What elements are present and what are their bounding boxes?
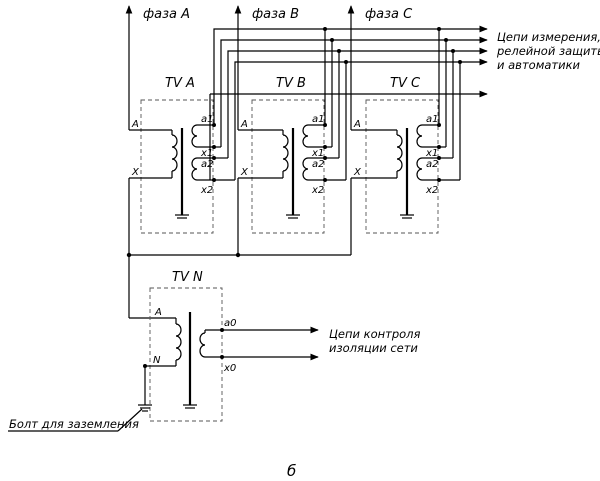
insulation-note-line-1: Цепи контроля xyxy=(329,327,421,341)
tv-a-term-x: X xyxy=(131,167,140,178)
insulation-note-line-2: изоляции сети xyxy=(329,341,418,355)
tv-c-primary-coil xyxy=(396,134,403,172)
measurement-note-line-2: релейной защиты xyxy=(496,44,600,58)
tv-c-term-x: X xyxy=(353,167,362,178)
tv-a-secondary-1-coil xyxy=(191,124,198,148)
tv-n-secondary-coil xyxy=(199,332,206,358)
bus-a1 xyxy=(213,25,488,125)
transformer-tv-n: TV N A N a0 x0 xyxy=(145,270,319,422)
tv-n-label: TV N xyxy=(172,270,203,285)
tv-a-label: TV A xyxy=(165,76,195,91)
tv-a-term-a2: a2 xyxy=(201,159,214,170)
tv-n-term-a: A xyxy=(154,307,162,318)
tv-b-term-a: A xyxy=(240,119,248,130)
tv-a-term-x2: x2 xyxy=(200,185,213,196)
tv-b-term-x: X xyxy=(240,167,249,178)
grounding-bolt: Болт для заземления xyxy=(8,364,152,432)
tv-n-term-a0: a0 xyxy=(224,318,237,329)
measurement-note-line-3: и автоматики xyxy=(497,58,581,72)
bus-x1 xyxy=(220,36,488,147)
transformer-tv-c: TV C A X a1 x1 a2 x2 xyxy=(351,76,441,234)
tv-a-primary-coil xyxy=(171,134,178,172)
tv-n-primary-coil xyxy=(175,323,182,361)
grounding-bolt-label: Болт для заземления xyxy=(9,417,139,431)
phase-c-label: фаза C xyxy=(365,7,413,22)
tv-a-term-a1: a1 xyxy=(201,114,214,125)
ground-leader xyxy=(117,408,143,432)
tv-n-term-n: N xyxy=(153,355,161,366)
tv-c-secondary-2-coil xyxy=(416,157,423,181)
transformer-tv-b: TV B A X a1 x1 a2 x2 xyxy=(238,76,327,234)
tv-n-term-x0: x0 xyxy=(223,363,236,374)
phase-a-label: фаза A xyxy=(143,7,190,22)
phase-b-label: фаза B xyxy=(252,7,299,22)
primary-neutral-bus xyxy=(126,178,352,319)
tv-c-term-a2: a2 xyxy=(426,159,439,170)
tv-a-term-x1: x1 xyxy=(200,148,213,159)
tv-b-primary-coil xyxy=(282,134,289,172)
tv-b-term-x1: x1 xyxy=(311,148,324,159)
phase-feeders: фаза A фаза B фаза C xyxy=(125,5,413,130)
figure-label: б xyxy=(287,462,296,480)
tv-c-term-x1: x1 xyxy=(425,148,438,159)
tv-b-term-a2: a2 xyxy=(312,159,325,170)
tv-c-enclosure xyxy=(365,99,439,234)
tv-b-term-a1: a1 xyxy=(312,114,325,125)
measurement-note-line-1: Цепи измерения, xyxy=(497,30,600,44)
tv-b-secondary-1-coil xyxy=(302,124,309,148)
tv-c-term-x2: x2 xyxy=(425,185,438,196)
bus-x2 xyxy=(234,58,488,180)
tv-c-term-a1: a1 xyxy=(426,114,439,125)
tv-b-secondary-2-coil xyxy=(302,157,309,181)
secondary-output-bus xyxy=(209,25,488,181)
tv-a-secondary-2-coil xyxy=(191,157,198,181)
tv-b-term-x2: x2 xyxy=(311,185,324,196)
bus-a2 xyxy=(227,47,488,158)
tv-n-enclosure xyxy=(149,287,223,422)
tv-b-enclosure xyxy=(251,99,325,234)
tv-c-secondary-1-coil xyxy=(416,124,423,148)
tv-c-label: TV C xyxy=(390,76,421,91)
tv-b-label: TV B xyxy=(276,76,306,91)
transformer-tv-a: TV A A X a1 x1 a2 x2 xyxy=(129,76,216,234)
tv-a-term-a: A xyxy=(131,119,139,130)
tv-c-term-a: A xyxy=(353,119,361,130)
tv-a-enclosure xyxy=(140,99,214,234)
